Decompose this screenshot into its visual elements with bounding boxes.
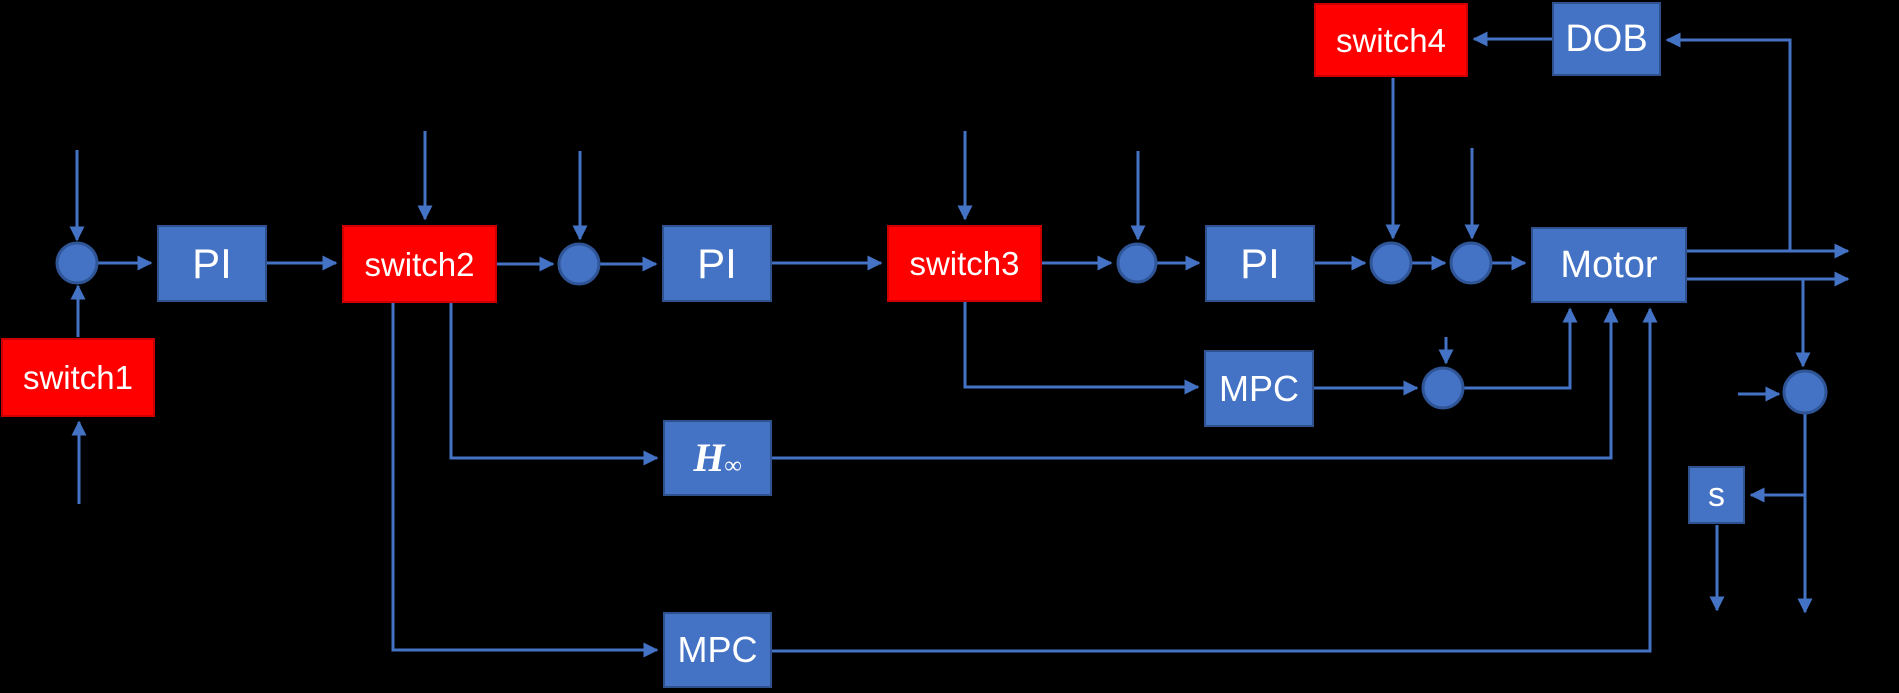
summing-junction-2 [557,242,601,286]
block-label: Motor [1560,244,1658,286]
summing-junction-1 [55,241,99,285]
block-switch2: switch2 [342,225,497,303]
block-label: switch2 [364,245,475,283]
block-motor: Motor [1531,227,1687,303]
arrow-feedback-to-dob [1665,32,1792,251]
block-label-infinity: ∞ [724,453,742,479]
block-mpc-middle: MPC [1204,350,1314,427]
block-s: s [1688,466,1745,524]
block-h-infinity: H∞ [663,420,772,496]
block-label: MPC [1219,367,1299,409]
summing-junction-3 [1116,242,1158,284]
block-pi-1: PI [157,225,267,302]
block-pi-3: PI [1205,225,1315,302]
block-switch3: switch3 [887,225,1042,302]
block-label: DOB [1565,18,1648,60]
arrow-switch2-to-hinf [449,303,659,466]
arrow-mpc-bottom-to-motor-bottom [772,307,1658,653]
block-mpc-bottom: MPC [663,612,772,688]
block-dob: DOB [1552,2,1661,76]
block-label: PI [697,239,737,287]
block-label: switch1 [22,359,134,396]
block-switch1: switch1 [1,338,155,417]
block-label: switch3 [909,245,1020,282]
arrow-switch3-to-mpc-mid [963,302,1200,395]
block-label-h: H [693,435,725,480]
summing-junction-6 [1421,366,1465,410]
summing-junction-5 [1449,241,1493,285]
block-label: PI [1240,239,1280,287]
summing-junction-7 [1782,369,1828,415]
arrow-hinf-to-motor-bottom [772,307,1619,460]
block-label: MPC [677,629,758,670]
arrow-sum6-to-motor-bottom [1463,307,1578,390]
block-switch4: switch4 [1314,3,1468,77]
block-pi-2: PI [662,225,772,302]
block-label: s [1708,476,1725,514]
block-label: switch4 [1335,21,1447,59]
arrow-switch2-to-mpc-bottom [391,303,659,658]
block-label: PI [192,239,232,287]
summing-junction-4 [1369,241,1413,285]
